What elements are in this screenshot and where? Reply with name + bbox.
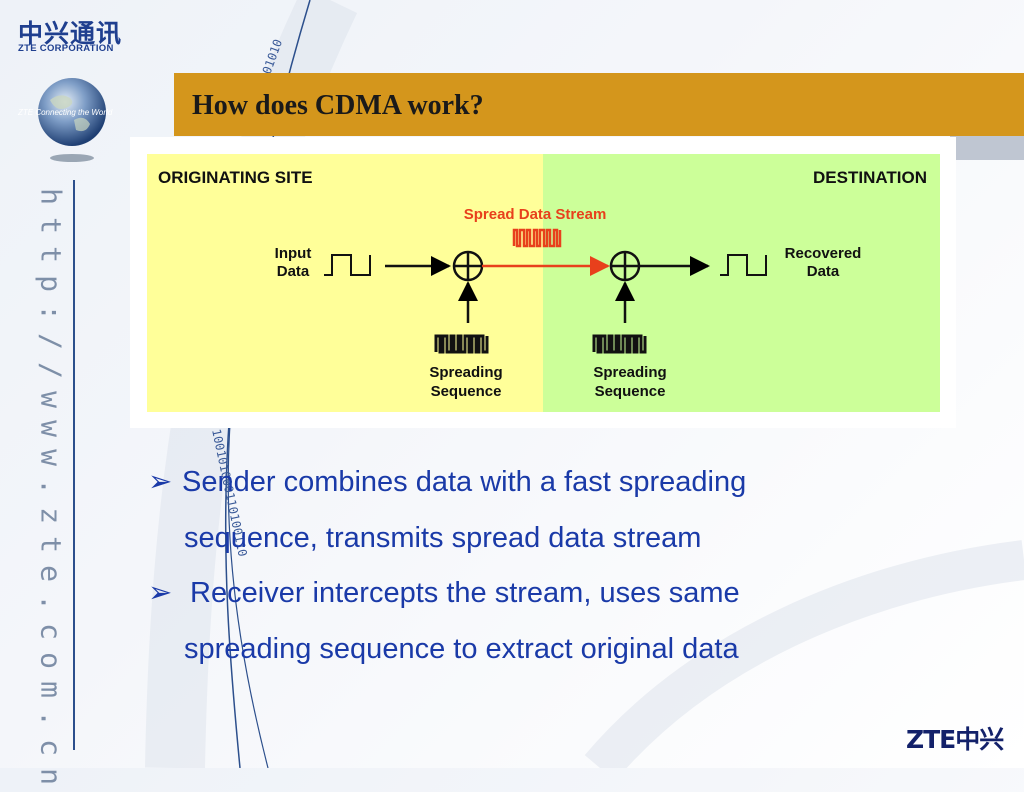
globe-tagline: ZTE Connecting the World — [18, 108, 113, 117]
receiver-spreading-label-line2: Sequence — [595, 383, 666, 400]
input-data-label-line2: Data — [277, 263, 310, 280]
title-bar-shadow — [950, 136, 1024, 160]
destination-label: DESTINATION — [813, 168, 927, 187]
company-logo-en: ZTE CORPORATION — [18, 43, 114, 54]
sender-spreading-waveform — [434, 334, 489, 354]
vertical-divider — [73, 180, 75, 750]
bullet-2-line-2: spreading sequence to extract original d… — [184, 633, 739, 665]
bullet-1-line-1: Sender combines data with a fast spreadi… — [182, 466, 747, 498]
globe-logo — [14, 72, 140, 172]
binary-decoration: 01010 100101000110100110 — [209, 37, 286, 558]
sender-spreading-label-line1: Spreading — [429, 364, 502, 381]
bullet-item-1-continuation: sequence, transmits spread data stream — [148, 510, 701, 566]
bullet-item-2: ➢ Receiver intercepts the stream, uses s… — [148, 565, 740, 621]
input-data-waveform — [324, 254, 371, 276]
receiver-spreading-label-line1: Spreading — [593, 364, 666, 381]
recovered-data-label-line2: Data — [807, 263, 840, 280]
bullet-1-line-2: sequence, transmits spread data stream — [184, 522, 702, 554]
binary-top: 01010 — [260, 37, 286, 76]
bullet-arrow-icon: ➢ — [148, 577, 173, 609]
recovered-data-label-line1: Recovered — [785, 245, 862, 262]
xor-receiver-icon — [609, 250, 641, 282]
xor-sender-icon — [452, 250, 484, 282]
zte-footer-logo: ZTE中兴 — [906, 725, 1004, 754]
receiver-spreading-waveform — [592, 334, 647, 354]
title-bar — [174, 73, 1024, 136]
bullet-arrow-icon: ➢ — [148, 466, 173, 498]
recovered-data-waveform — [720, 254, 767, 276]
spread-stream-waveform — [512, 228, 562, 248]
slide-title: How does CDMA work? — [192, 90, 484, 121]
bullet-item-1: ➢ Sender combines data with a fast spread… — [148, 454, 746, 510]
company-logo-cn: 中兴通讯 — [18, 19, 123, 48]
bullet-item-2-continuation: spreading sequence to extract original d… — [148, 621, 739, 677]
input-data-label-line1: Input — [275, 245, 312, 262]
bullet-2-line-1: Receiver intercepts the stream, uses sam… — [182, 577, 740, 609]
spread-stream-label: Spread Data Stream — [464, 206, 607, 223]
destination-panel — [543, 154, 940, 412]
sender-spreading-label-line2: Sequence — [431, 383, 502, 400]
originating-site-label: ORIGINATING SITE — [158, 168, 313, 187]
cdma-diagram: ORIGINATING SITE DESTINATION Spread Data… — [130, 137, 956, 428]
